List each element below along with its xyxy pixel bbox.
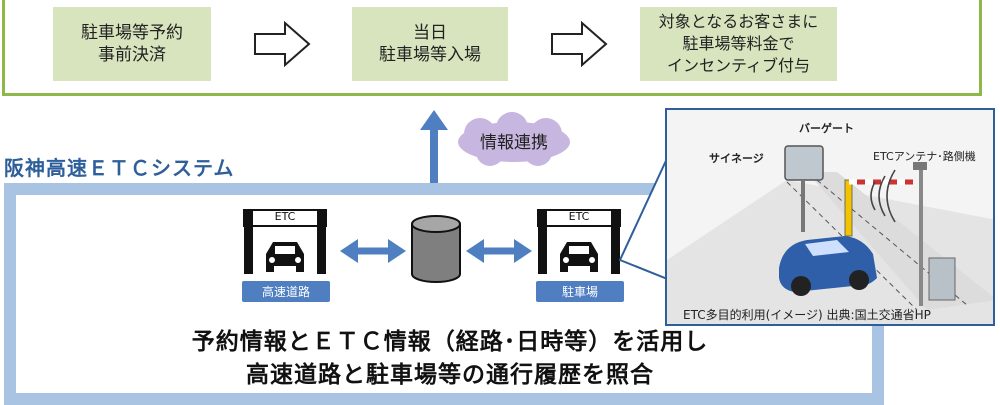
right-arrow-icon [551,21,608,67]
etc-parking-illustration [667,110,993,324]
antenna-label: ETCアンテナ･路側機 [873,150,976,163]
summary-line-2: 高速道路と駐車場等の通行履歴を照合 [246,362,654,388]
double-arrow-icon [340,239,406,263]
signage-label: サイネージ [709,152,764,165]
parking-etc-sign: ETC [568,210,590,223]
cloud-icon [458,112,570,166]
right-arrow-icon [254,21,311,67]
flow-step-incentive: 対象となるお客さまに 駐車場等料金で インセンティブ付与 [640,7,837,81]
photo-caption: ETC多目的利用(イメージ) 出典:国土交通省HP [683,308,931,322]
summary-line-1: 予約情報とＥＴＣ情報（経路･日時等）を活用し [191,329,709,355]
info-link-label: 情報連携 [480,133,548,153]
parking-badge: 駐車場 [536,281,624,302]
highway-badge: 高速道路 [242,281,330,302]
callout-pointer [618,151,672,282]
photo-panel: サイネージ バーゲート ETCアンテナ･路側機 ETC多目的利用(イメージ) 出… [665,108,995,326]
flow-step-entry: 当日 駐車場等入場 [352,7,508,81]
flow-panel: 駐車場等予約 事前決済 当日 駐車場等入場 対象となるお客さまに 駐車場等料金で… [2,0,982,96]
double-arrow-icon [466,239,532,263]
system-title: 阪神高速ＥＴＣシステム [4,156,235,180]
etc-gate-highway-icon [243,209,327,274]
bar-gate-label: バーゲート [799,122,854,135]
database-icon [411,215,461,283]
etc-gate-parking-icon [537,209,621,274]
highway-etc-sign: ETC [274,210,296,223]
flow-step-reservation: 駐車場等予約 事前決済 [53,7,211,81]
